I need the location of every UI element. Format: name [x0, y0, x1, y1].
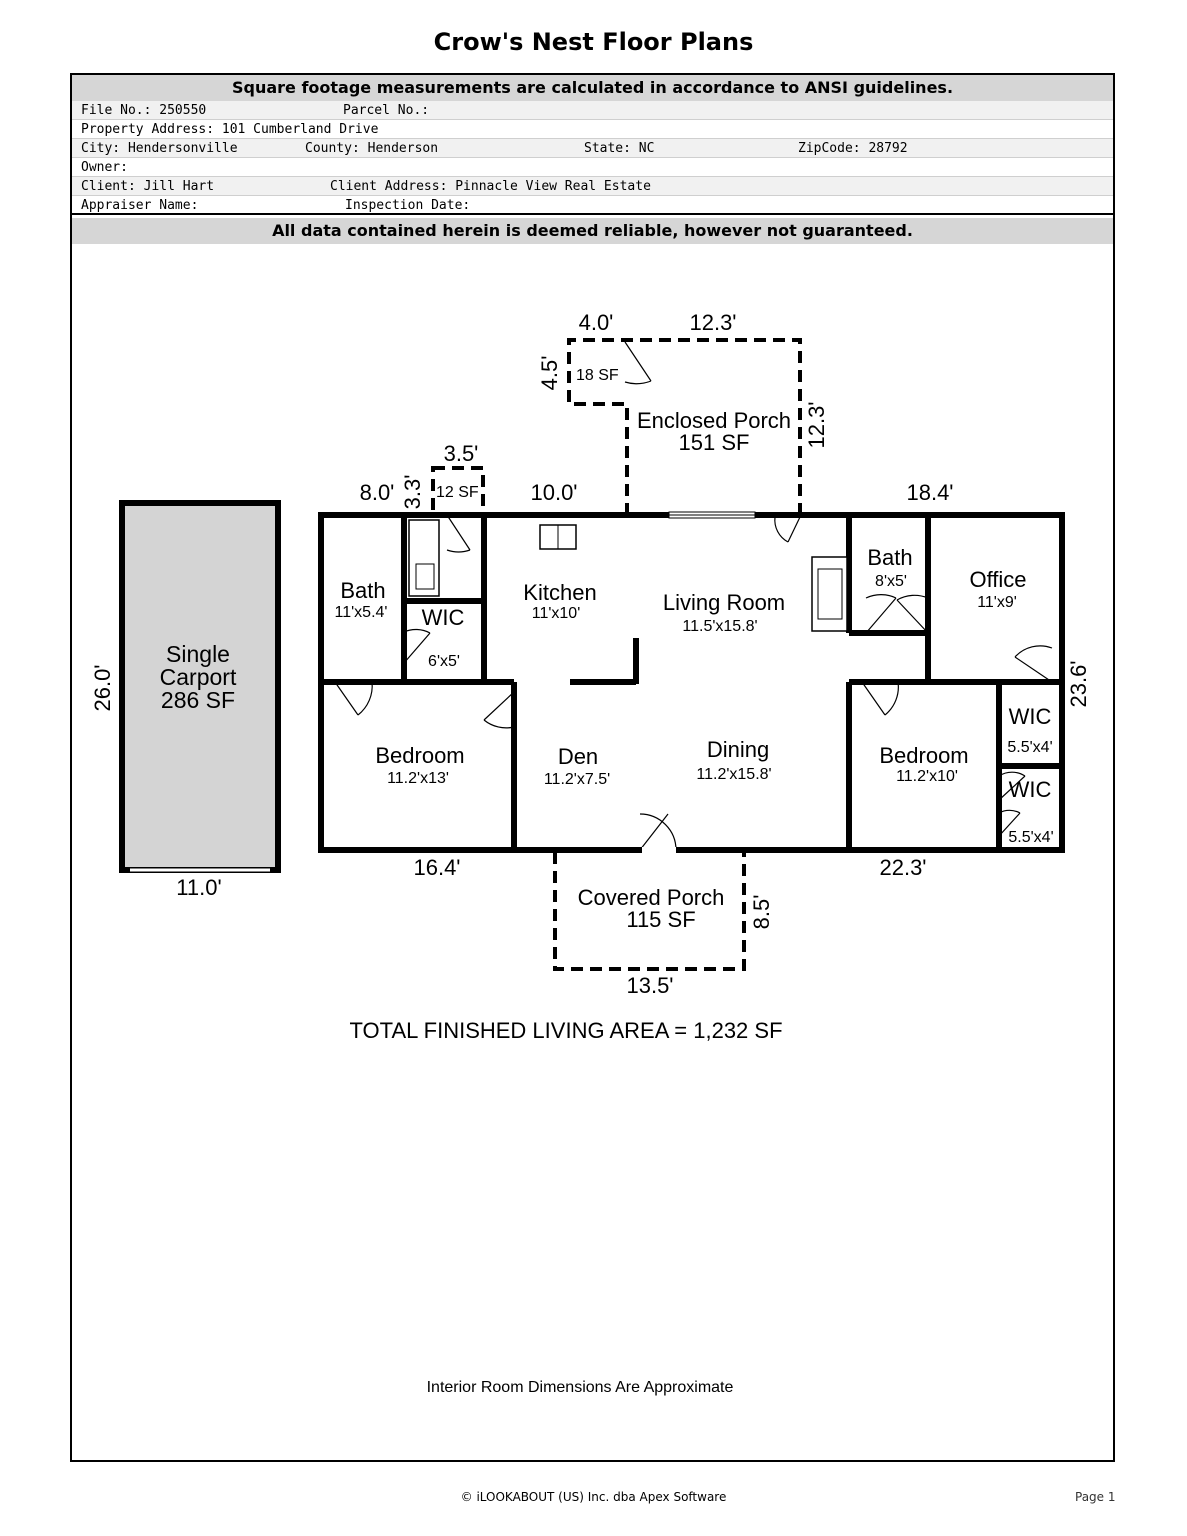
disclaimer: All data contained herein is deemed reli…	[72, 218, 1113, 244]
small-porch-area: 18 SF	[576, 367, 619, 384]
enclosed-porch-width: 12.3'	[689, 310, 736, 335]
info-row-file: File No.: 250550 Parcel No.:	[72, 101, 1113, 120]
room-den-size: 11.2'x7.5'	[544, 771, 610, 788]
approx-note: Interior Room Dimensions Are Approximate	[427, 1379, 734, 1396]
room-bedroom-right-name: Bedroom	[879, 743, 968, 768]
info-row-owner: Owner:	[72, 158, 1113, 177]
client-address: Client Address: Pinnacle View Real Estat…	[330, 179, 651, 194]
room-bedroom-right-size: 11.2'x10'	[896, 768, 958, 785]
property-address: Property Address: 101 Cumberland Drive	[81, 122, 379, 137]
info-row-address: Property Address: 101 Cumberland Drive	[72, 120, 1113, 139]
state: State: NC	[584, 141, 655, 156]
room-bedroom-left-name: Bedroom	[375, 743, 464, 768]
doors	[334, 341, 1053, 851]
dim-top-left: 8.0'	[360, 480, 395, 505]
covered-porch-width: 13.5'	[626, 973, 673, 998]
room-wic-left-size: 6'x5'	[428, 653, 460, 670]
dim-top-right: 18.4'	[906, 480, 953, 505]
room-dining-name: Dining	[707, 737, 769, 762]
inspection-date: Inspection Date:	[345, 198, 471, 213]
info-row-appraiser: Appraiser Name: Inspection Date:	[72, 196, 1113, 215]
room-wic-right2-size: 5.5'x4'	[1008, 829, 1053, 846]
page-title: Crow's Nest Floor Plans	[433, 28, 754, 56]
appraiser-name: Appraiser Name:	[81, 198, 199, 213]
small-porch-width: 4.0'	[579, 310, 614, 335]
carport-label-line1: Single	[166, 641, 230, 667]
covered-porch-name: Covered Porch	[578, 885, 725, 910]
room-dining-size: 11.2'x15.8'	[696, 766, 771, 783]
small-porch-depth: 4.5'	[537, 356, 562, 391]
ansi-note: Square footage measurements are calculat…	[72, 75, 1113, 101]
room-living-name: Living Room	[663, 590, 785, 615]
dim-right-side: 23.6'	[1066, 660, 1091, 707]
room-wic-right2-name: WIC	[1009, 777, 1052, 802]
carport-label-line2: Carport	[160, 664, 237, 690]
page-number: Page 1	[1075, 1490, 1116, 1504]
client: Client: Jill Hart	[81, 179, 215, 194]
info-row-client: Client: Jill Hart Client Address: Pinnac…	[72, 177, 1113, 196]
dim-bottom-left: 16.4'	[413, 855, 460, 880]
room-wic-right1-name: WIC	[1009, 704, 1052, 729]
room-living-size: 11.5'x15.8'	[682, 618, 757, 635]
room-bedroom-left-size: 11.2'x13'	[387, 770, 449, 787]
enclosed-porch-area: 151 SF	[679, 430, 750, 455]
dim-top-mid: 10.0'	[530, 480, 577, 505]
covered-porch-depth: 8.5'	[749, 895, 774, 930]
room-bath-left-name: Bath	[340, 578, 385, 603]
owner: Owner:	[81, 160, 128, 175]
room-kitchen-name: Kitchen	[523, 580, 596, 605]
enclosed-porch-name: Enclosed Porch	[637, 408, 791, 433]
room-bath-right-size: 8'x5'	[875, 573, 907, 590]
fixtures	[408, 511, 848, 632]
landing-depth: 3.3'	[400, 475, 425, 510]
city: City: Hendersonville	[81, 141, 238, 156]
county: County: Henderson	[305, 141, 439, 156]
info-row-location: City: Hendersonville County: Henderson S…	[72, 139, 1113, 158]
room-bath-right-name: Bath	[867, 545, 912, 570]
room-den-name: Den	[558, 744, 598, 769]
covered-porch-area: 115 SF	[626, 907, 695, 932]
carport-area: 286 SF	[161, 687, 235, 713]
enclosed-porch-depth: 12.3'	[804, 401, 829, 448]
landing-width: 3.5'	[444, 441, 479, 466]
dim-bottom-right: 22.3'	[879, 855, 926, 880]
room-office-size: 11'x9'	[977, 594, 1017, 611]
room-kitchen-size: 11'x10'	[532, 605, 581, 622]
room-office-name: Office	[969, 567, 1026, 592]
carport-depth: 26.0'	[90, 664, 115, 711]
room-wic-right1-size: 5.5'x4'	[1007, 739, 1052, 756]
room-bath-left-size: 11'x5.4'	[335, 604, 388, 621]
copyright: © iLOOKABOUT (US) Inc. dba Apex Software	[460, 1490, 727, 1504]
carport-width: 11.0'	[176, 875, 221, 900]
landing-area: 12 SF	[436, 484, 479, 501]
total-living-area: TOTAL FINISHED LIVING AREA = 1,232 SF	[349, 1018, 782, 1043]
room-wic-left-name: WIC	[422, 605, 465, 630]
parcel-number: Parcel No.:	[343, 103, 430, 118]
report-frame: Square footage measurements are calculat…	[70, 73, 1115, 1462]
file-number: File No.: 250550	[81, 103, 207, 118]
zipcode: ZipCode: 28792	[798, 141, 908, 156]
carport: Single Carport 286 SF 11.0' 26.0'	[90, 500, 281, 900]
